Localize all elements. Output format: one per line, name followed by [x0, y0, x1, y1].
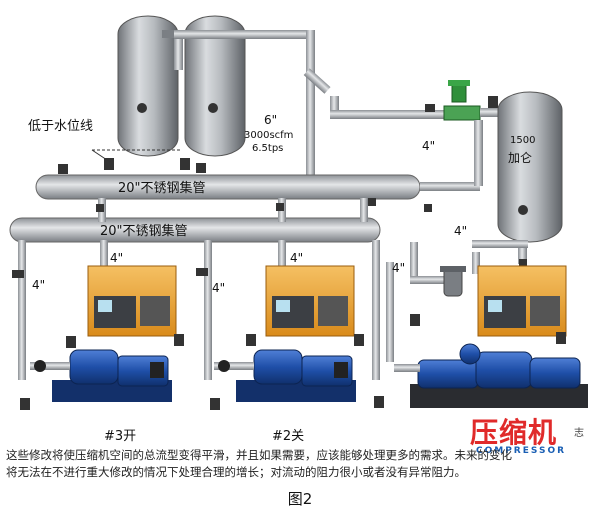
header-lower	[9, 217, 381, 243]
label-4in-unit2-left: 4"	[212, 281, 225, 295]
water-level-leader	[91, 149, 111, 163]
small-check-valve	[425, 104, 435, 112]
label-tank-unit: 加仑	[508, 151, 532, 165]
caption-line-2: 将无法在不进行重大修改的情况下处理合理的增长；对流动的阻力很小或者没有异常阻力。	[6, 465, 466, 479]
label-pressure: 6.5tps	[252, 143, 283, 154]
receiver-tank-right	[184, 15, 246, 157]
label-4in-tank-drop: 4"	[454, 224, 467, 238]
caption-line-1: 这些修改将使压缩机空间的总流型变得平滑，并且如果需要，应该能够处理更多的需求。未…	[6, 448, 512, 462]
filter-separator	[440, 266, 466, 297]
storage-tank-1500	[497, 91, 563, 267]
label-header-lower: 20"不锈钢集管	[100, 223, 188, 239]
receiver-tank-left	[117, 15, 179, 157]
pipe-header-link-3	[360, 198, 368, 222]
unit-drain-valves	[12, 268, 566, 410]
watermark-cn: 压缩机	[470, 416, 558, 449]
label-4in-left-drop: 4"	[32, 278, 45, 292]
compressor-right	[394, 343, 588, 408]
dryer-unit-left	[87, 265, 177, 337]
figure-caption: 这些修改将使压缩机空间的总流型变得平滑，并且如果需要，应该能够处理更多的需求。未…	[6, 447, 594, 481]
label-4in-unit2: 4"	[290, 251, 303, 265]
pipe-tank-to-header	[420, 182, 480, 191]
drop-pipes	[18, 240, 528, 380]
label-6in: 6"	[264, 113, 277, 127]
label-unit-left: #3开	[104, 429, 136, 444]
figure-label: 图2	[287, 490, 313, 508]
dryer-unit-right	[477, 265, 567, 337]
label-4in-right-branch: 4"	[392, 261, 405, 275]
label-water-level: 低于水位线	[28, 119, 93, 134]
label-4in-unit1: 4"	[110, 251, 123, 265]
header-drain-valves	[58, 158, 432, 212]
piping-diagram: 6" 3000scfm 6.5tps 低于水位线 1500 加仑 20"不锈钢集…	[9, 15, 588, 444]
label-unit-middle: #2关	[272, 429, 304, 444]
watermark-logo: 压缩机 志 COMPRESSOR	[470, 418, 590, 458]
compressor-middle	[214, 349, 356, 402]
line-valve-green	[443, 80, 510, 121]
label-header-upper: 20"不锈钢集管	[118, 180, 206, 196]
label-tank-capacity: 1500	[510, 135, 535, 146]
dryer-unit-middle	[265, 265, 355, 337]
compressor-left	[30, 349, 172, 402]
header-upper	[35, 174, 421, 200]
pipe-6in-outlet	[174, 30, 450, 180]
watermark-suffix: 志	[574, 428, 584, 439]
label-flow: 3000scfm	[244, 130, 293, 141]
watermark-en: COMPRESSOR	[476, 446, 567, 456]
pipe-tank-riser	[474, 120, 483, 186]
label-4in-right-top: 4"	[422, 139, 435, 153]
